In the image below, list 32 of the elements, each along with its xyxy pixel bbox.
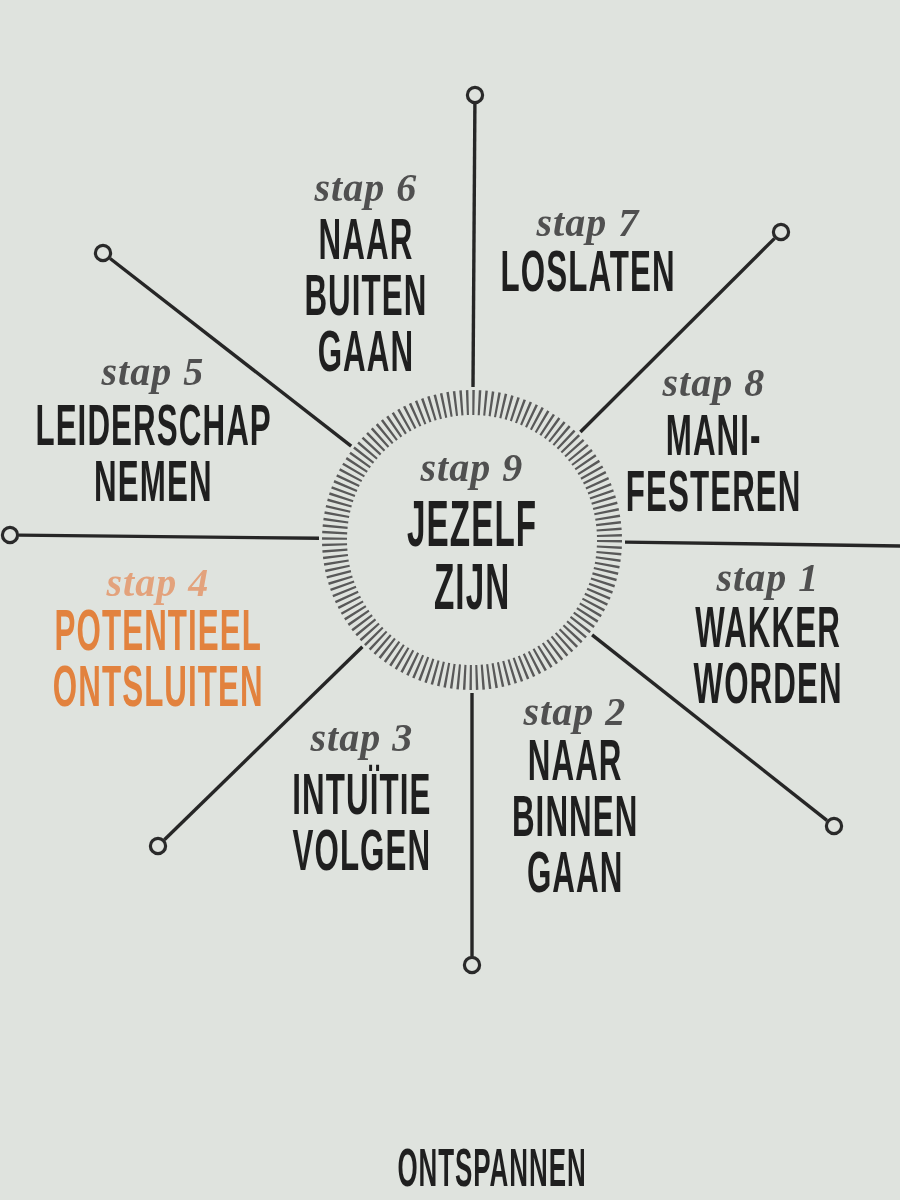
spoke-line: [579, 237, 776, 434]
ring-icon: [771, 222, 791, 242]
step-title: LEIDERSCHAP NEMEN: [34, 397, 271, 509]
step-title: NAAR BUITEN GAAN: [304, 211, 428, 379]
spoke-line: [624, 540, 900, 548]
step-number: stap 2: [523, 692, 627, 732]
step-number: stap 8: [662, 363, 766, 403]
step-number: stap 6: [314, 168, 418, 208]
spoke-line: [470, 693, 474, 956]
step-title: INTUÏTIE VOLGEN: [292, 766, 432, 878]
ring-icon: [148, 836, 168, 856]
ring-icon: [465, 85, 485, 105]
ring-icon: [462, 955, 482, 975]
step-number: stap 4: [106, 563, 210, 603]
spoke-line: [109, 257, 353, 448]
step-number: stap 9: [420, 448, 524, 488]
spoke-line: [163, 645, 364, 841]
center-circle: [322, 390, 622, 690]
step-title: JEZELF ZIJN: [407, 493, 538, 619]
spoke-line: [19, 533, 319, 540]
step-number: stap 5: [101, 352, 205, 392]
ring-icon: [93, 243, 113, 263]
step-number: stap 1: [716, 558, 820, 598]
step-title: WAKKER WORDEN: [693, 599, 843, 711]
step-title: MANI- FESTEREN: [625, 407, 802, 519]
spoke-line: [591, 633, 828, 822]
step-number: stap 3: [310, 718, 414, 758]
section-title: ONTSPANNEN: [397, 1140, 587, 1194]
step-number: stap 7: [536, 203, 640, 243]
ring-icon: [0, 525, 20, 545]
ring-icon: [824, 816, 844, 836]
spoke-line: [471, 104, 477, 387]
